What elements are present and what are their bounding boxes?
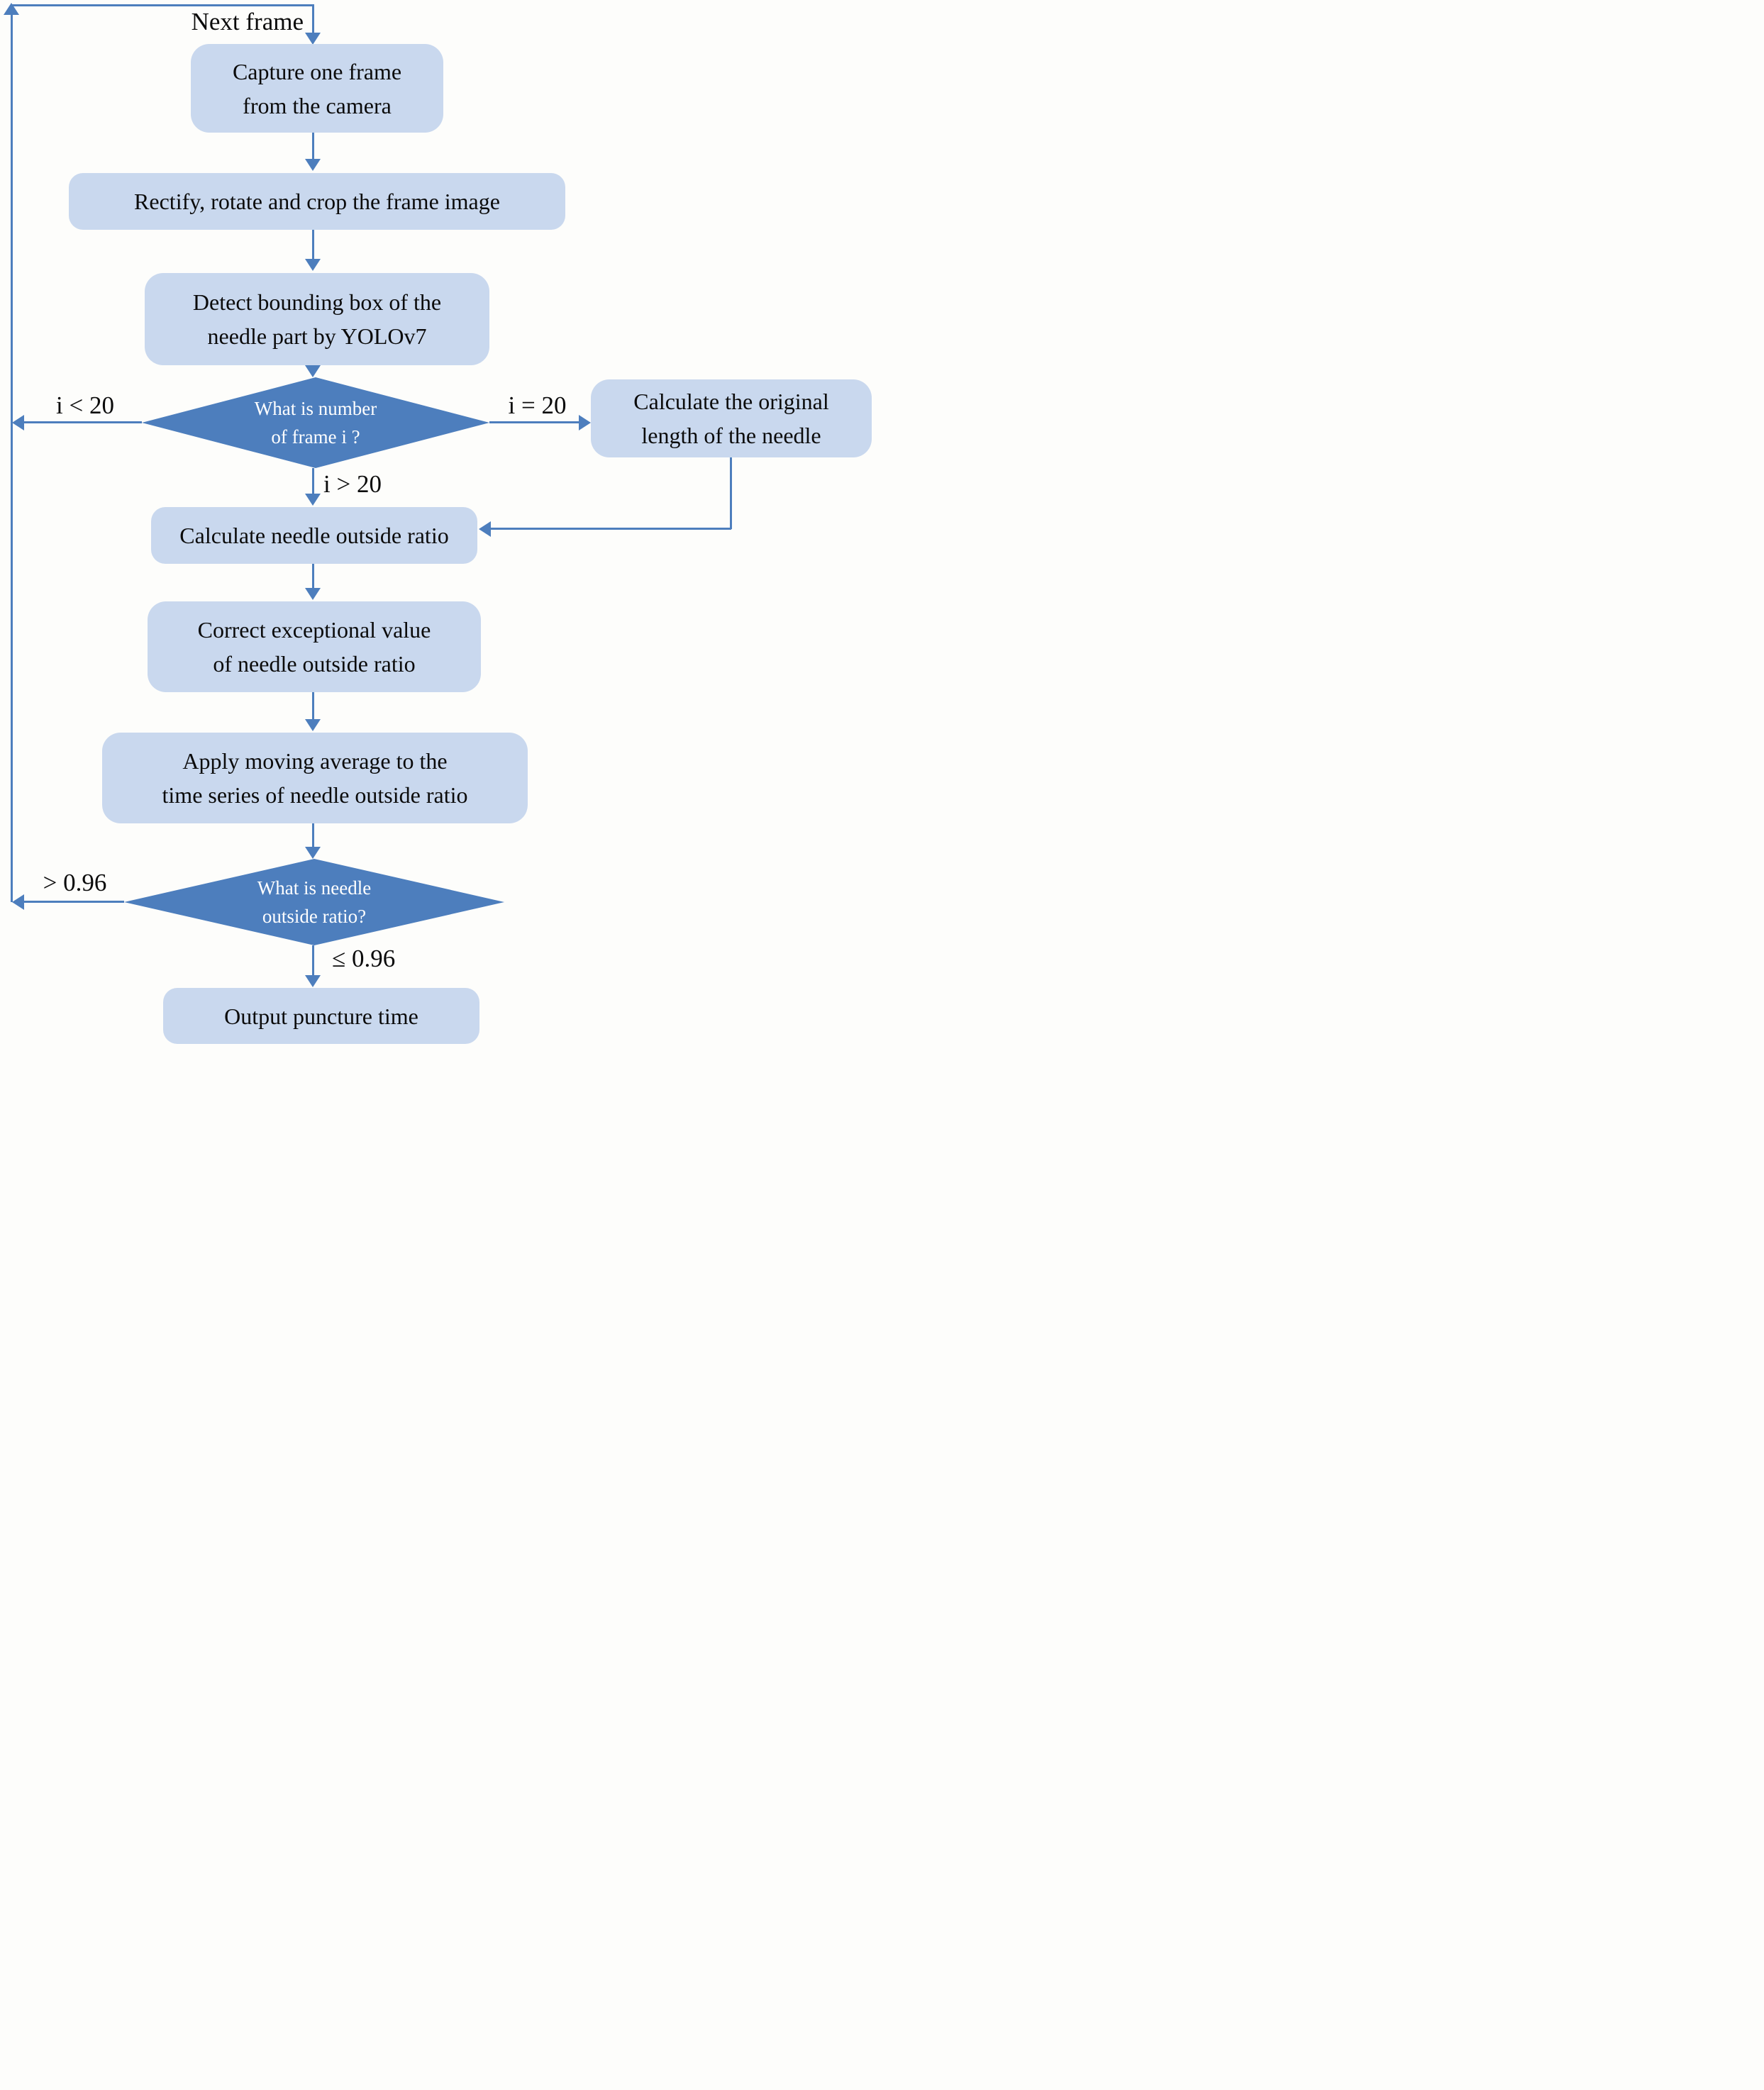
decision-frame-number-line2: of frame i ? [271,426,360,448]
connector-original-length-across [490,528,731,530]
decision-frame-number-line1: What is number [254,397,377,419]
node-capture-frame-line2: from the camera [243,92,392,118]
node-moving-average: Apply moving average to the time series … [102,733,528,823]
label-greater-096: > 0.96 [43,869,107,896]
decision-outside-ratio: What is needle outside ratio? [124,859,504,945]
label-i-equal-20: i = 20 [508,391,567,419]
node-outside-ratio-line1: Calculate needle outside ratio [179,523,449,548]
arrow-ratio-correct-line [312,564,314,588]
flowchart-canvas: Next frame Capture one frame from the ca… [0,0,882,1045]
node-capture-frame: Capture one frame from the camera [191,44,443,133]
loop-line-top [11,4,314,6]
arrowhead-down-icon [305,159,321,171]
label-i-less-20: i < 20 [56,391,114,419]
arrowhead-left-icon [479,521,491,537]
node-moving-average-line2: time series of needle outside ratio [162,782,468,808]
arrowhead-right-icon [579,415,591,430]
label-less-equal-096: ≤ 0.96 [332,945,396,972]
branch-ratio-greater-line [21,901,124,903]
label-i-greater-20: i > 20 [323,470,382,498]
arrow-rectify-detect-line [312,230,314,260]
arrowhead-left-icon [12,894,24,910]
arrowhead-down-icon [305,33,321,45]
arrowhead-down-icon [305,365,321,377]
node-rectify-rotate-crop: Rectify, rotate and crop the frame image [69,173,565,230]
node-correct-value-line1: Correct exceptional value [197,617,431,643]
decision-frame-number: What is number of frame i ? [142,377,489,468]
arrowhead-down-icon [305,588,321,600]
arrow-correct-average-line [312,692,314,719]
node-detect-bounding-box: Detect bounding box of the needle part b… [145,273,489,365]
arrowhead-down-icon [305,259,321,271]
decision-outside-ratio-line2: outside ratio? [262,906,367,927]
branch-i-greater-line [312,468,314,494]
loop-line-drop [312,4,314,34]
node-original-length-line2: length of the needle [641,423,821,448]
loop-line-left [11,4,13,902]
branch-i-less-line [21,421,142,423]
arrow-capture-rectify-line [312,133,314,160]
node-correct-value-line2: of needle outside ratio [213,651,416,677]
node-detect-line1: Detect bounding box of the [192,289,442,315]
node-correct-value: Correct exceptional value of needle outs… [148,601,481,692]
node-output-puncture-time: Output puncture time [163,988,479,1044]
arrowhead-left-icon [12,415,24,430]
branch-ratio-less-line [312,945,314,975]
node-output-line1: Output puncture time [224,1003,418,1029]
decision-outside-ratio-line1: What is needle [257,877,372,899]
branch-i-equal-line [489,421,580,423]
arrow-average-decision-line [312,823,314,847]
node-outside-ratio: Calculate needle outside ratio [151,507,477,564]
arrowhead-down-icon [305,975,321,987]
node-moving-average-line1: Apply moving average to the [182,748,448,774]
label-next-frame: Next frame [191,8,304,35]
node-original-length-line1: Calculate the original [633,389,829,414]
node-detect-line2: needle part by YOLOv7 [207,323,427,349]
node-capture-frame-line1: Capture one frame [232,58,402,84]
arrowhead-down-icon [305,719,321,731]
arrowhead-down-icon [305,847,321,859]
connector-original-length-drop [730,457,732,529]
node-rectify-line1: Rectify, rotate and crop the frame image [134,189,500,214]
node-original-length: Calculate the original length of the nee… [591,379,872,457]
arrowhead-down-icon [305,494,321,506]
